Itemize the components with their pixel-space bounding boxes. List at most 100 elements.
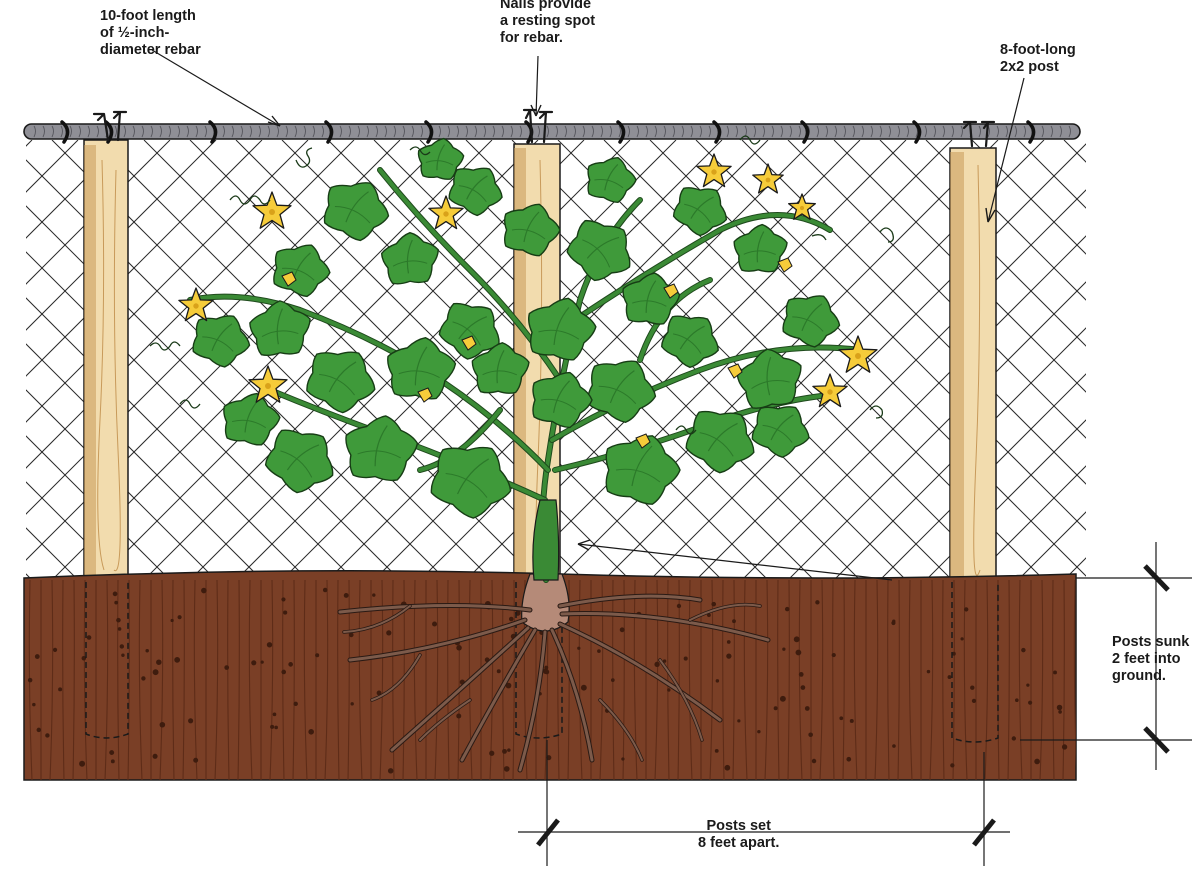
rebar-ridge bbox=[204, 125, 207, 138]
soil-speck bbox=[737, 719, 741, 723]
rebar-ridge bbox=[96, 125, 99, 138]
soil-speck bbox=[619, 627, 625, 633]
soil-streak bbox=[764, 579, 769, 780]
soil-streak bbox=[842, 579, 845, 780]
rebar-ridge bbox=[546, 125, 549, 138]
mesh-wire bbox=[971, 140, 1086, 255]
soil-speck bbox=[86, 635, 92, 640]
soil-speck bbox=[580, 684, 587, 691]
soil-streak bbox=[1018, 579, 1023, 780]
soil-streak bbox=[49, 579, 54, 780]
soil-streak bbox=[282, 579, 285, 780]
rebar-ridge bbox=[438, 125, 441, 138]
soil-streak bbox=[337, 579, 340, 780]
soil-speck bbox=[1034, 758, 1040, 765]
soil-speck bbox=[782, 647, 786, 651]
cucumber-leaf bbox=[622, 272, 681, 325]
soil-speck bbox=[348, 632, 354, 638]
mesh-wire bbox=[26, 389, 217, 580]
nails bbox=[92, 108, 996, 148]
flower-bud bbox=[281, 271, 297, 287]
soil-speck bbox=[971, 698, 977, 704]
wire-tie bbox=[208, 120, 218, 144]
soil-speck bbox=[109, 750, 115, 756]
root-strand bbox=[599, 699, 643, 761]
cucumber-leaf bbox=[504, 203, 561, 257]
left-post bbox=[83, 139, 129, 581]
soil-streak bbox=[832, 579, 835, 780]
rebar-ridge bbox=[978, 125, 981, 138]
soil-speck bbox=[489, 750, 495, 756]
rebar-ridge bbox=[276, 125, 279, 138]
rebar-ridge bbox=[186, 125, 189, 138]
root-strand bbox=[518, 630, 547, 772]
soil-speck bbox=[156, 659, 162, 665]
rebar-ridge bbox=[231, 125, 234, 138]
rebar-ridge bbox=[636, 125, 639, 138]
soil-speck bbox=[58, 687, 63, 692]
soil-speck bbox=[732, 619, 736, 624]
mesh-wire bbox=[26, 481, 125, 580]
soil-speck bbox=[577, 646, 581, 650]
soil-streak bbox=[138, 579, 143, 780]
rebar-ridge bbox=[87, 125, 90, 138]
rebar-ridge bbox=[321, 125, 324, 138]
soil-speck bbox=[288, 662, 293, 667]
rebar-ridge bbox=[690, 125, 693, 138]
soil-streak bbox=[379, 579, 384, 780]
soil-streak bbox=[654, 579, 659, 780]
soil-speck bbox=[1056, 704, 1063, 711]
rebar-ridge bbox=[996, 125, 999, 138]
soil-speck bbox=[34, 654, 40, 659]
mesh-wire bbox=[143, 140, 585, 580]
rebar-ridge bbox=[285, 125, 288, 138]
mesh-wire bbox=[26, 343, 263, 580]
mesh-wire bbox=[26, 251, 355, 580]
rebar-label-line-3: diameter rebar bbox=[100, 42, 201, 58]
rebar-ridge bbox=[582, 125, 585, 138]
soil-speck bbox=[315, 653, 320, 658]
rebar-ridge bbox=[195, 125, 198, 138]
soil-streak bbox=[172, 579, 175, 780]
soil-speck bbox=[251, 660, 257, 666]
soil-streak bbox=[667, 579, 670, 780]
rebar-ridge bbox=[609, 125, 612, 138]
wire-tie bbox=[616, 120, 626, 144]
rebar-ridge bbox=[258, 125, 261, 138]
soil-speck bbox=[1026, 683, 1030, 687]
rebar-ridge bbox=[825, 125, 828, 138]
cucumber-leaf bbox=[345, 415, 419, 482]
vine-stem bbox=[188, 294, 550, 472]
root-strand bbox=[343, 605, 411, 633]
mesh-wire bbox=[26, 140, 217, 331]
soil-speck bbox=[456, 645, 462, 651]
soil-speck bbox=[707, 613, 711, 618]
rebar-ridge bbox=[357, 125, 360, 138]
depth-label: Posts sunk 2 feet into ground. bbox=[1112, 634, 1189, 685]
soil-speck bbox=[849, 718, 854, 723]
rebar-ridge bbox=[942, 125, 945, 138]
soil-speck bbox=[795, 649, 802, 656]
soil-speck bbox=[496, 669, 501, 674]
cucumber-flower bbox=[696, 153, 732, 188]
soil-speck bbox=[726, 640, 731, 644]
mesh-wire bbox=[26, 573, 33, 580]
mesh-wire bbox=[1017, 511, 1086, 580]
post-label: 8-foot-long 2x2 post bbox=[1000, 42, 1076, 76]
rebar-ridge bbox=[726, 125, 729, 138]
root-strand bbox=[558, 622, 722, 722]
rebar-ridge bbox=[348, 125, 351, 138]
soil-streak bbox=[908, 579, 913, 780]
soil-speck bbox=[654, 661, 660, 667]
soil-speck bbox=[386, 630, 392, 636]
soil-speck bbox=[507, 748, 511, 752]
soil-speck bbox=[610, 678, 615, 682]
soil-streak bbox=[722, 579, 725, 780]
soil-speck bbox=[667, 688, 671, 692]
cucumber-leaf bbox=[605, 435, 681, 505]
soil-streak bbox=[874, 579, 879, 780]
rebar-ridge bbox=[123, 125, 126, 138]
soil-streak bbox=[984, 579, 989, 780]
rebar-ridge bbox=[366, 125, 369, 138]
rebar-ridge bbox=[1023, 125, 1026, 138]
